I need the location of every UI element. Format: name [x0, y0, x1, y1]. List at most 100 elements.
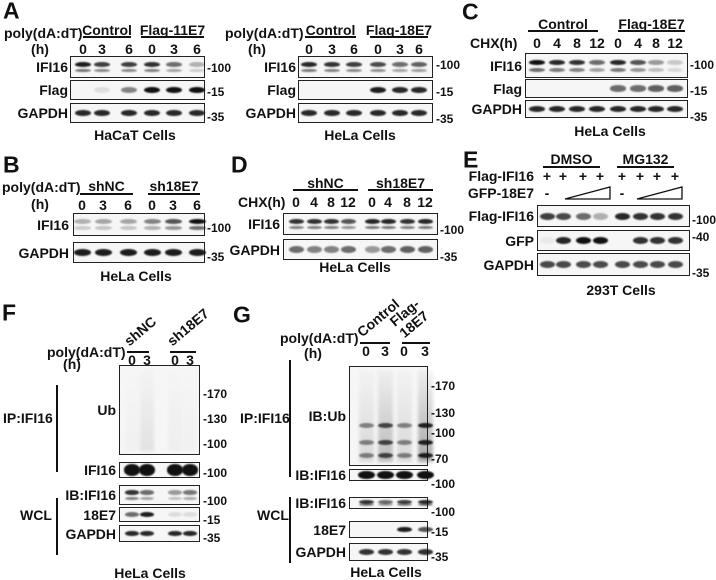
bracket-line	[56, 498, 58, 555]
protein-band	[411, 68, 427, 73]
protein-band	[324, 68, 340, 73]
protein-band	[357, 470, 375, 480]
mw-marker: -130	[203, 412, 228, 426]
group-label: shNC	[88, 178, 125, 194]
protein-band	[399, 246, 415, 253]
lane-label: 3	[328, 41, 336, 57]
protein-band	[164, 219, 182, 225]
protein-band	[346, 68, 362, 73]
protein-band	[632, 212, 648, 220]
blot-label-ifi16: IFI16	[36, 59, 68, 75]
blot-label-gapdh: GAPDH	[295, 544, 346, 560]
lane-label: 12	[667, 35, 683, 51]
mw-marker: -15	[431, 525, 449, 539]
protein-band	[358, 499, 374, 504]
time-label: (h)	[31, 41, 49, 57]
protein-band	[589, 59, 605, 66]
blot-label-18e7: 18E7	[313, 521, 346, 538]
protein-band	[396, 452, 412, 458]
protein-band	[94, 249, 112, 256]
group-underline	[80, 193, 133, 195]
treatment-label: poly(dA:dT)	[2, 179, 81, 195]
lane-label: 0	[148, 41, 156, 57]
protein-band	[306, 225, 322, 230]
panel-letter-f: F	[2, 299, 17, 326]
cell-line-label: HeLa Cells	[324, 127, 396, 143]
protein-band	[380, 225, 396, 230]
protein-band	[144, 109, 160, 117]
protein-band	[399, 225, 415, 230]
protein-band	[144, 86, 160, 94]
blot-label-ifi16: IFI16	[490, 57, 522, 74]
mw-marker: -35	[207, 250, 225, 264]
group-label: sh18E7	[149, 178, 199, 194]
mw-marker: -35	[692, 266, 710, 280]
protein-band	[183, 530, 197, 537]
protein-band	[630, 59, 646, 66]
protein-band	[411, 109, 427, 117]
blot-gfp	[537, 230, 690, 251]
blot-label-gapdh: GAPDH	[65, 525, 116, 542]
group-underline	[617, 166, 674, 168]
protein-band	[75, 68, 91, 73]
protein-band	[75, 109, 91, 117]
protein-band	[392, 109, 408, 117]
blot-ifi16	[525, 53, 688, 78]
blot-flag-ifi16	[537, 205, 690, 227]
panel-letter-b: B	[3, 151, 20, 178]
protein-band	[539, 237, 555, 244]
protein-band	[649, 212, 665, 220]
protein-band	[529, 106, 545, 112]
protein-band	[143, 219, 161, 225]
protein-band	[94, 219, 112, 225]
group-label: Control	[82, 22, 132, 38]
blot-gapdh	[283, 239, 438, 260]
lane-label: 4	[384, 194, 392, 210]
time-label: (h)	[63, 356, 81, 372]
group-label: shNC	[307, 175, 344, 191]
group-underline	[543, 166, 600, 168]
protein-band	[592, 261, 608, 268]
lane-label: 0	[368, 194, 376, 210]
lane-label: 0	[128, 352, 136, 368]
protein-band	[549, 106, 565, 112]
lane-label: 6	[124, 197, 132, 213]
protein-band	[610, 59, 626, 66]
lane-label: 3	[421, 343, 429, 359]
mw-marker: -15	[207, 85, 225, 99]
protein-band	[417, 218, 433, 224]
protein-band	[417, 422, 433, 428]
mw-marker: -100	[692, 213, 716, 227]
row-value: +	[617, 168, 627, 184]
protein-band	[183, 490, 197, 495]
blot-label-ifi16: IFI16	[37, 216, 69, 233]
protein-band	[667, 106, 683, 112]
group-underline	[293, 189, 358, 191]
blot-label-ib-ifi16: IB:IFI16	[295, 495, 346, 511]
time-label: (h)	[248, 41, 266, 57]
protein-band	[143, 249, 161, 256]
protein-band	[182, 464, 198, 476]
bracket-line	[289, 497, 291, 563]
blot-label-18e7: 18E7	[83, 506, 116, 523]
mw-marker: -35	[207, 110, 225, 124]
protein-band	[144, 61, 160, 67]
blot-gapdh	[119, 525, 200, 542]
blot-label-gapdh: GAPDH	[471, 101, 522, 117]
protein-band	[555, 212, 571, 220]
blot-label-ifi16: IFI16	[248, 216, 280, 232]
cell-line-label: HeLa Cells	[574, 123, 646, 139]
blot-flag	[298, 80, 433, 100]
blot-label-gapdh: GAPDH	[245, 105, 296, 121]
mw-marker: -15	[436, 85, 454, 99]
row-value: +	[670, 168, 680, 184]
protein-band	[396, 549, 412, 555]
group-underline	[370, 36, 428, 38]
panel-letter-a: A	[3, 0, 20, 24]
protein-band	[399, 218, 415, 224]
lane-label: 3	[99, 197, 107, 213]
protein-band	[380, 246, 396, 253]
ubiquitin-smear	[183, 369, 197, 451]
protein-band	[125, 530, 139, 537]
protein-band	[411, 61, 427, 67]
